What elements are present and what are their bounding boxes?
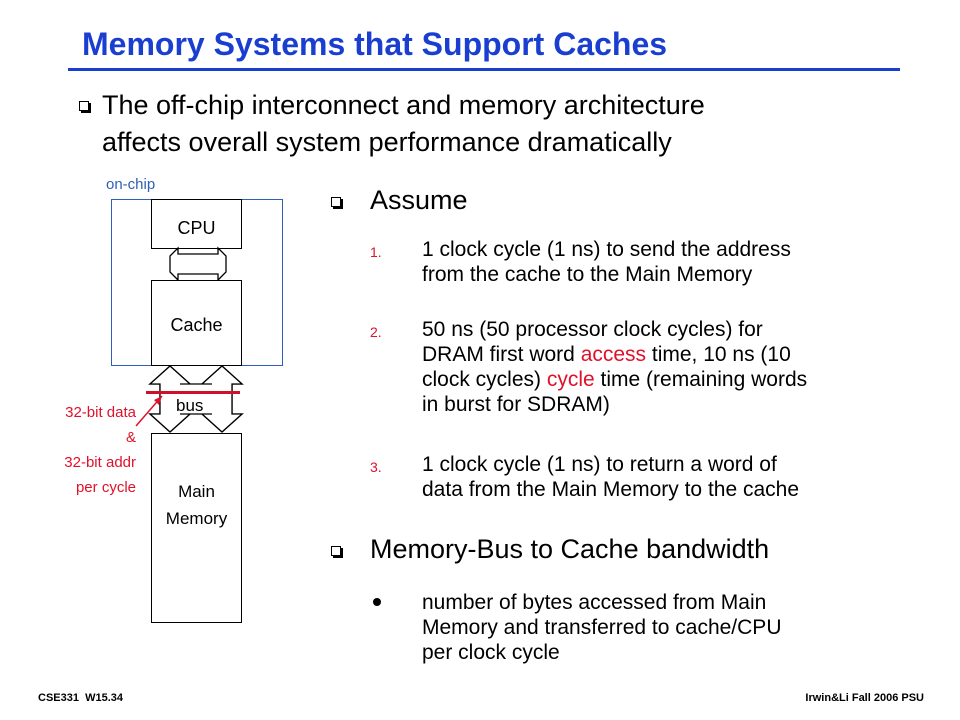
slide-title: Memory Systems that Support Caches xyxy=(82,26,668,62)
cpu-cache-arrow xyxy=(169,246,227,282)
main-memory-label-2: Memory xyxy=(165,509,228,528)
line-2-after: time, 10 ns (10 xyxy=(646,343,791,366)
bandwidth-heading: Memory-Bus to Cache bandwidth xyxy=(370,534,770,564)
annotation-line-3: 32-bit addr xyxy=(64,454,136,471)
annotation-line-2: & xyxy=(125,429,136,446)
assume-item-2-line-1: 50 ns (50 processor clock cycles) for xyxy=(422,318,763,341)
main-memory-label-1: Main xyxy=(178,482,215,501)
line-3-before: clock cycles) xyxy=(422,368,547,391)
cpu-label: CPU xyxy=(177,218,216,238)
assume-item-2: 50 ns (50 processor clock cycles) for DR… xyxy=(422,317,807,417)
assume-item-1: 1 clock cycle (1 ns) to send the address… xyxy=(422,237,791,287)
line-3-after: time (remaining words xyxy=(594,368,808,391)
bus-label: bus xyxy=(176,396,204,415)
intro-line-1: The off-chip interconnect and memory arc… xyxy=(102,90,705,120)
access-term: access xyxy=(580,343,647,366)
square-bullet-icon xyxy=(79,101,89,111)
memory-diagram: on-chip CPU Cache bus Main Memory 32-bit… xyxy=(0,170,300,630)
assume-item-3: 1 clock cycle (1 ns) to return a word of… xyxy=(422,452,799,502)
cache-label: Cache xyxy=(170,315,223,335)
bus-bar xyxy=(146,391,240,394)
item-number-1: 1. xyxy=(370,244,382,260)
footer-left: CSE331 W15.34 xyxy=(38,692,123,704)
square-bullet-icon xyxy=(331,546,341,556)
intro-line-2: affects overall system performance drama… xyxy=(102,127,672,157)
main-memory-box: Main Memory xyxy=(151,433,242,623)
item-number-3: 3. xyxy=(370,459,382,475)
assume-item-2-line-4: in burst for SDRAM) xyxy=(422,393,610,416)
bus-width-annotation: 32-bit data & 32-bit addr per cycle xyxy=(10,400,136,500)
title-underline xyxy=(68,68,900,71)
square-bullet-icon xyxy=(331,197,341,207)
assume-item-1-line-1: 1 clock cycle (1 ns) to send the address xyxy=(422,238,791,261)
cycle-term: cycle xyxy=(546,368,595,391)
bandwidth-line-2: Memory and transferred to cache/CPU xyxy=(422,616,782,639)
on-chip-label: on-chip xyxy=(106,176,156,193)
assume-item-2-line-3: clock cycles) cycle time (remaining word… xyxy=(422,367,807,392)
cache-box: Cache xyxy=(151,280,242,366)
item-number-2: 2. xyxy=(370,324,382,340)
annotation-line-4: per cycle xyxy=(75,479,136,496)
round-bullet-icon xyxy=(373,598,381,606)
bandwidth-line-1: number of bytes accessed from Main xyxy=(422,591,767,614)
annotation-pointer xyxy=(135,395,163,427)
bus-arrow xyxy=(148,365,244,433)
assume-item-2-line-2: DRAM first word access time, 10 ns (10 xyxy=(422,342,807,367)
assume-item-3-line-1: 1 clock cycle (1 ns) to return a word of xyxy=(422,453,777,476)
assume-heading: Assume xyxy=(370,185,468,215)
annotation-line-1: 32-bit data xyxy=(65,404,136,421)
cpu-box: CPU xyxy=(151,199,242,249)
bandwidth-line-3: per clock cycle xyxy=(422,641,560,664)
footer-right: Irwin&Li Fall 2006 PSU xyxy=(805,692,924,704)
bandwidth-description: number of bytes accessed from Main Memor… xyxy=(422,590,781,665)
line-2-before: DRAM first word xyxy=(422,343,581,366)
assume-item-1-line-2: from the cache to the Main Memory xyxy=(422,263,753,286)
assume-item-3-line-2: data from the Main Memory to the cache xyxy=(422,478,800,501)
